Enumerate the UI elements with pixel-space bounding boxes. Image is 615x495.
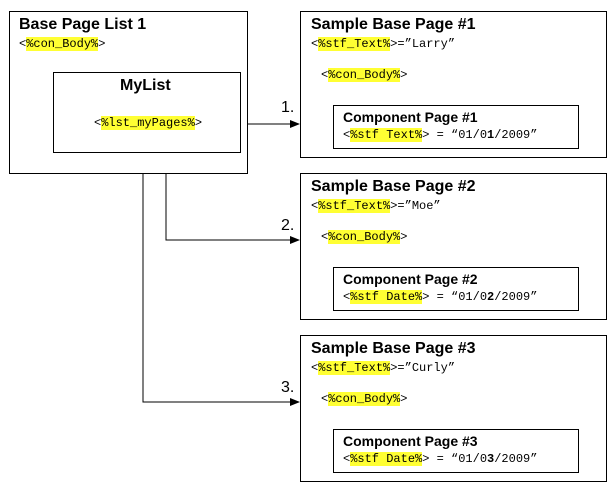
page-3-text-tag: <%stf_Text%>=”Curly”	[311, 361, 455, 375]
component-page-1-box	[333, 105, 579, 149]
mylist-title: MyList	[120, 77, 171, 94]
page-1-text-tag: <%stf_Text%>=”Larry”	[311, 37, 455, 51]
component-page-2-value: <%stf Date%> = “01/02/2009”	[343, 290, 537, 304]
con-body-variable: %con_Body%	[26, 37, 99, 51]
component-page-3-title: Component Page #3	[343, 433, 478, 449]
con-body-variable: %con_Body%	[328, 68, 401, 82]
tag-value: >=”Larry”	[390, 37, 456, 51]
tag-close: >	[194, 116, 203, 130]
date-suffix: /2009”	[494, 128, 538, 142]
lst-mypages-variable: %lst_myPages%	[101, 116, 195, 130]
stf-variable: %stf Text%	[350, 128, 423, 142]
date-prefix: > = “01/0	[422, 452, 488, 466]
base-list-body-tag: <%con_Body%>	[19, 37, 105, 51]
tag-open: <	[321, 68, 329, 82]
page-2-text-tag: <%stf_Text%>=”Moe”	[311, 199, 441, 213]
date-prefix: > = “01/0	[422, 290, 488, 304]
arrow-label-3: 3.	[281, 379, 295, 396]
tag-open: <	[343, 452, 351, 466]
page-3-body-tag: <%con_Body%>	[321, 392, 407, 406]
tag-value: >=”Moe”	[390, 199, 441, 213]
date-suffix: /2009”	[494, 452, 538, 466]
stf-text-variable: %stf_Text%	[318, 37, 391, 51]
date-digit: 3	[487, 452, 495, 466]
arrow-label-1: 1.	[281, 99, 295, 116]
tag-close: >	[400, 392, 408, 406]
tag-close: >	[400, 68, 408, 82]
date-digit: 1	[487, 128, 495, 142]
date-suffix: /2009”	[494, 290, 538, 304]
con-body-variable: %con_Body%	[328, 392, 401, 406]
component-page-3-value: <%stf Date%> = “01/03/2009”	[343, 452, 537, 466]
base-page-list-title: Base Page List 1	[19, 16, 147, 33]
tag-close: >	[400, 230, 408, 244]
page-1-body-tag: <%con_Body%>	[321, 68, 407, 82]
mylist-box	[53, 72, 241, 153]
page-2-body-tag: <%con_Body%>	[321, 230, 407, 244]
tag-open: <	[321, 230, 329, 244]
mylist-pages-tag: <%lst_myPages%>	[94, 116, 202, 130]
sample-base-page-3-title: Sample Base Page #3	[311, 340, 476, 357]
date-digit: 2	[487, 290, 495, 304]
tag-open: <	[311, 37, 319, 51]
tag-open: <	[311, 199, 319, 213]
component-page-2-title: Component Page #2	[343, 271, 478, 287]
component-page-1-title: Component Page #1	[343, 109, 478, 125]
tag-close: >	[98, 37, 106, 51]
arrow-label-2: 2.	[281, 217, 295, 234]
tag-open: <	[343, 128, 351, 142]
con-body-variable: %con_Body%	[328, 230, 401, 244]
tag-open: <	[321, 392, 329, 406]
component-page-1-value: <%stf Text%> = “01/01/2009”	[343, 128, 537, 142]
arrow-to-page-3	[142, 133, 300, 406]
tag-open: <	[311, 361, 319, 375]
stf-variable: %stf Date%	[350, 290, 423, 304]
tag-value: >=”Curly”	[390, 361, 456, 375]
tag-open: <	[19, 37, 27, 51]
date-prefix: > = “01/0	[422, 128, 488, 142]
sample-base-page-2-title: Sample Base Page #2	[311, 178, 476, 195]
tag-open: <	[94, 116, 102, 130]
sample-base-page-1-title: Sample Base Page #1	[311, 16, 476, 33]
stf-text-variable: %stf_Text%	[318, 361, 391, 375]
stf-variable: %stf Date%	[350, 452, 423, 466]
stf-text-variable: %stf_Text%	[318, 199, 391, 213]
tag-open: <	[343, 290, 351, 304]
